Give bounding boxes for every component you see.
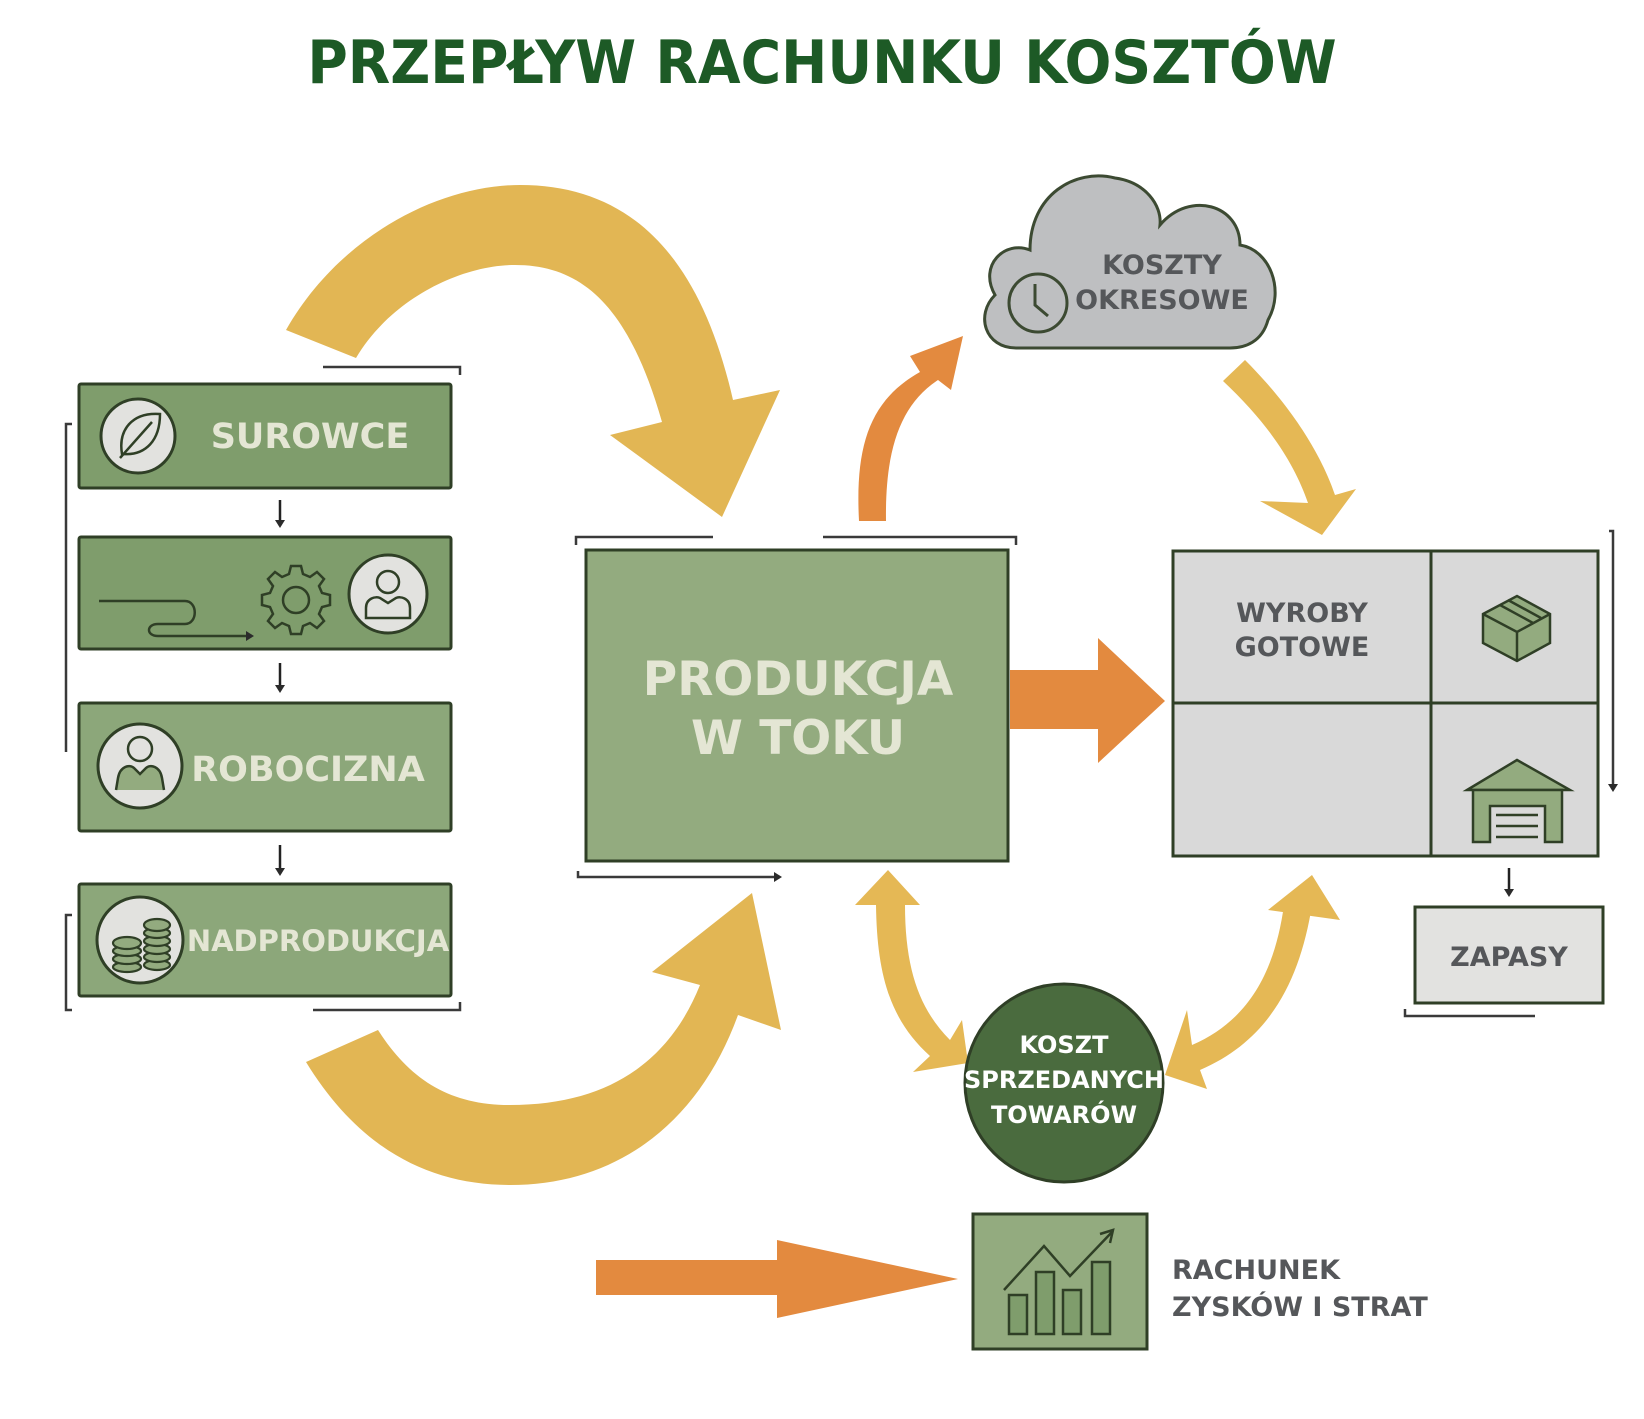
inventory-bracket <box>1403 1009 1535 1018</box>
input-box-robocizna[interactable] <box>77 701 453 833</box>
person-icon-robocizna <box>96 722 184 810</box>
person-icon <box>347 553 429 635</box>
inventory-box[interactable] <box>1413 905 1605 1005</box>
inventory-label: ZAPASY <box>1450 942 1568 973</box>
process-flow-line <box>99 599 254 641</box>
flow-arrow-cogs-wip <box>855 870 968 1072</box>
income-statement-box[interactable] <box>971 1212 1149 1351</box>
input-box-surowce[interactable] <box>77 382 453 490</box>
right-bracket-arrow <box>1608 529 1618 792</box>
income-statement-line2: ZYSKÓW I STRAT <box>1172 1291 1428 1323</box>
bar-chart-icon <box>1003 1228 1115 1336</box>
wip-label-line2: W TOKU <box>691 711 905 766</box>
cogs-line3: TOWARÓW <box>991 1099 1137 1129</box>
gear-icon <box>260 564 332 636</box>
input-label-surowce: SUROWCE <box>211 417 410 457</box>
cogs-line2: SPRZEDANYCH <box>964 1066 1164 1094</box>
flow-arrow-to-income <box>596 1240 958 1318</box>
wip-brackets <box>574 535 1018 882</box>
flow-arrow-period-to-finished <box>1223 360 1356 535</box>
flow-arrow-wip-to-period <box>858 336 963 521</box>
flow-arrow-top <box>286 185 780 517</box>
wip-box[interactable] <box>584 548 1010 863</box>
warehouse-icon <box>1462 758 1575 844</box>
left-bracket-lines <box>64 365 462 1012</box>
leaf-icon <box>119 412 162 459</box>
wip-label-line1: PRODUKCJA <box>643 652 954 707</box>
clock-icon <box>1007 272 1069 334</box>
coins-icon <box>111 917 172 974</box>
page-title: PRZEPŁYW RACHUNKU KOSZTÓW <box>307 28 1337 98</box>
period-costs-line2: OKRESOWE <box>1075 285 1249 316</box>
finished-goods-line1: WYROBY <box>1236 598 1368 629</box>
period-costs-cloud[interactable] <box>983 174 1277 350</box>
box-icon <box>1481 594 1552 663</box>
flow-arrow-cogs-finished <box>1165 875 1340 1089</box>
income-statement-line1: RACHUNEK <box>1172 1255 1341 1286</box>
input-label-robocizna: ROBOCIZNA <box>191 750 425 790</box>
finished-goods-line2: GOTOWE <box>1235 632 1370 663</box>
cogs-circle[interactable] <box>963 982 1165 1184</box>
flow-arrow-wip-to-finished <box>1010 638 1165 763</box>
finished-goods-grid[interactable] <box>1171 549 1600 858</box>
input-label-nadprodukcja: NADPRODUKCJA <box>187 924 450 958</box>
cogs-line1: KOSZT <box>1020 1031 1110 1059</box>
flow-arrow-bottom <box>306 893 781 1185</box>
period-costs-line1: KOSZTY <box>1102 250 1222 281</box>
